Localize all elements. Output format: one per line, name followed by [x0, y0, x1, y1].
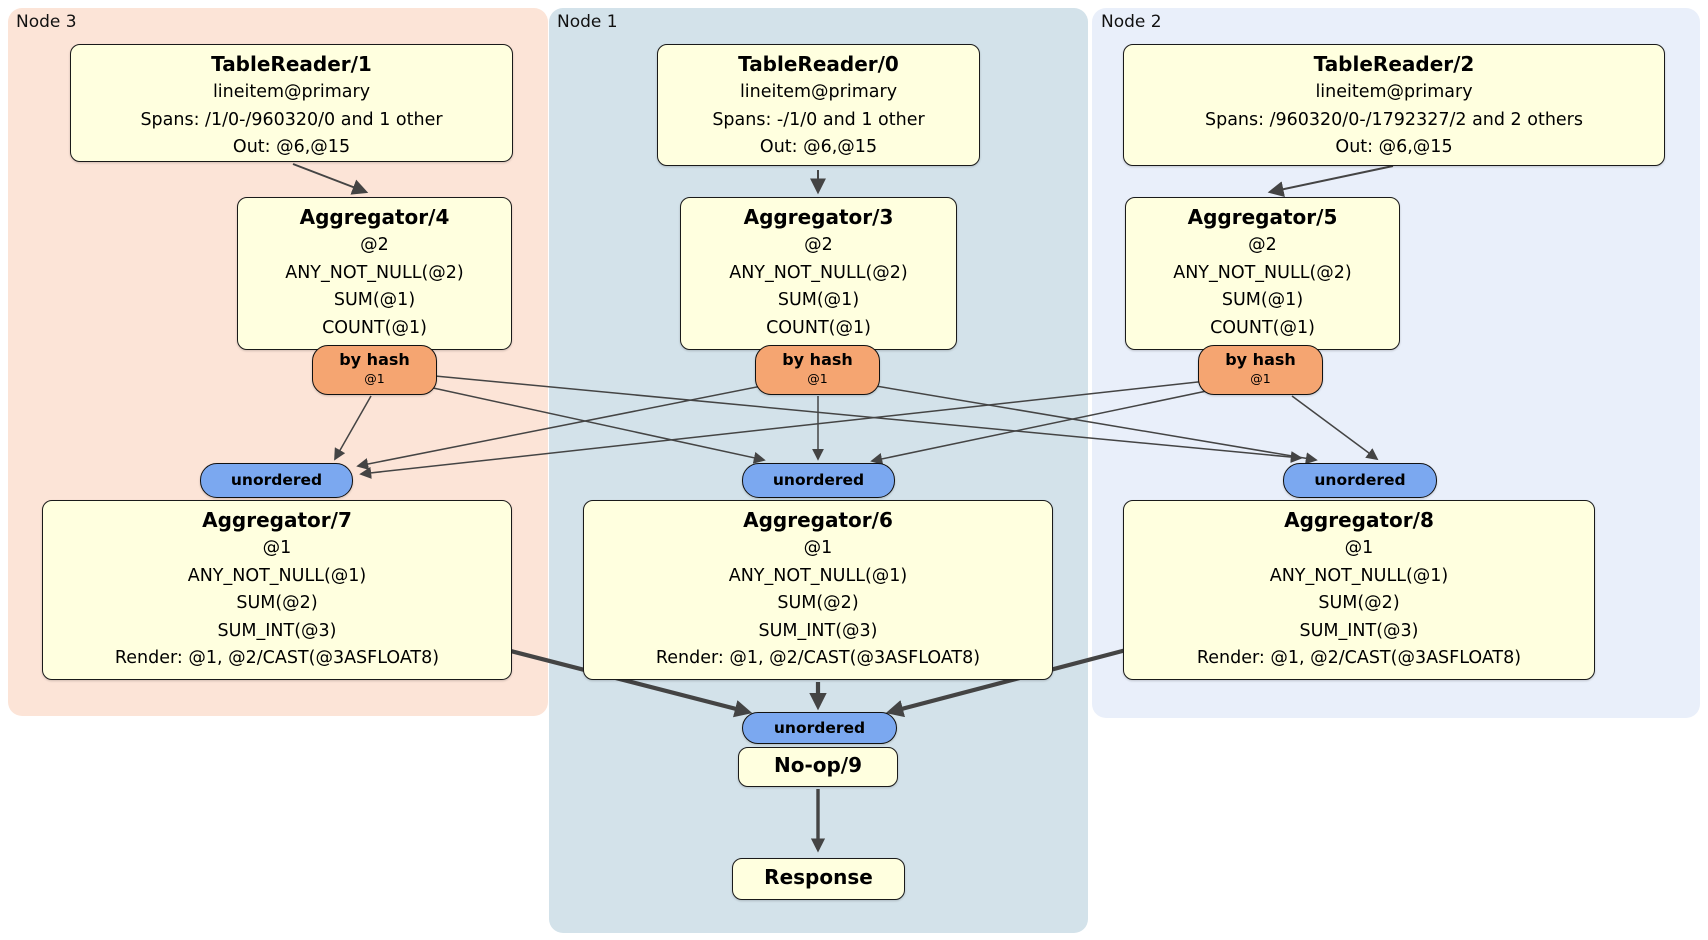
processor-aggregator-6: Aggregator/6 @1 ANY_NOT_NULL(@1) SUM(@2)…	[583, 500, 1053, 680]
processor-detail: Spans: /960320/0-/1792327/2 and 2 others	[1204, 109, 1583, 130]
processor-aggregator-8: Aggregator/8 @1 ANY_NOT_NULL(@1) SUM(@2)…	[1123, 500, 1595, 680]
sync-unordered-7: unordered	[200, 463, 353, 498]
region-label-node-1: Node 1	[557, 12, 618, 32]
region-label-node-2: Node 2	[1101, 12, 1162, 32]
processor-detail: @2	[804, 235, 833, 255]
processor-detail: Out: @6,@15	[759, 137, 878, 157]
router-label: by hash	[1225, 350, 1296, 369]
processor-tablereader-0: TableReader/0 lineitem@primary Spans: -/…	[657, 44, 980, 166]
processor-detail: ANY_NOT_NULL(@2)	[729, 262, 908, 283]
processor-detail: SUM_INT(@3)	[217, 620, 337, 641]
router-columns: @1	[1250, 371, 1271, 386]
processor-detail: @1	[803, 538, 833, 558]
router-by-hash-5: by hash @1	[1198, 345, 1323, 395]
sync-label: unordered	[1314, 471, 1406, 489]
processor-detail: ANY_NOT_NULL(@2)	[1173, 262, 1352, 283]
sync-label: unordered	[773, 719, 866, 737]
sync-unordered-9: unordered	[742, 712, 897, 744]
processor-aggregator-7: Aggregator/7 @1 ANY_NOT_NULL(@1) SUM(@2)…	[42, 500, 512, 680]
processor-title: Aggregator/8	[1284, 508, 1434, 532]
sync-label: unordered	[772, 471, 865, 489]
processor-detail: ANY_NOT_NULL(@1)	[1269, 565, 1449, 586]
processor-detail: COUNT(@1)	[766, 317, 871, 338]
processor-detail: Out: @6,@15	[1335, 137, 1453, 157]
router-columns: @1	[807, 371, 828, 386]
region-label-node-3: Node 3	[16, 12, 77, 32]
processor-detail: COUNT(@1)	[1210, 317, 1315, 338]
router-columns: @1	[364, 371, 385, 386]
processor-detail: Out: @6,@15	[232, 137, 351, 157]
processor-detail: SUM_INT(@3)	[1299, 620, 1419, 641]
router-label: by hash	[782, 350, 853, 369]
router-by-hash-3: by hash @1	[755, 345, 880, 395]
processor-title: Aggregator/6	[743, 508, 893, 532]
processor-detail: ANY_NOT_NULL(@1)	[728, 565, 908, 586]
processor-detail: lineitem@primary	[1315, 82, 1473, 102]
processor-detail: SUM(@2)	[236, 593, 318, 613]
processor-detail: Render: @1, @2/CAST(@3ASFLOAT8)	[1196, 648, 1522, 668]
router-by-hash-4: by hash @1	[312, 345, 437, 395]
processor-detail: ANY_NOT_NULL(@1)	[187, 565, 367, 586]
processor-detail: Spans: -/1/0 and 1 other	[712, 109, 925, 130]
processor-detail: lineitem@primary	[739, 82, 898, 102]
processor-detail: COUNT(@1)	[322, 317, 427, 338]
processor-detail: @1	[262, 538, 292, 558]
processor-title: TableReader/2	[1313, 52, 1475, 76]
processor-detail: Render: @1, @2/CAST(@3ASFLOAT8)	[655, 648, 981, 668]
processor-title: Response	[764, 865, 873, 889]
processor-title: Aggregator/4	[299, 205, 450, 229]
processor-detail: SUM(@2)	[777, 593, 859, 613]
processor-detail: Spans: /1/0-/960320/0 and 1 other	[140, 109, 443, 130]
processor-title: Aggregator/5	[1187, 205, 1338, 229]
processor-detail: SUM(@1)	[333, 290, 416, 310]
processor-tablereader-1: TableReader/1 lineitem@primary Spans: /1…	[70, 44, 513, 162]
processor-title: No-op/9	[773, 753, 863, 777]
processor-noop-9: No-op/9	[738, 747, 898, 787]
processor-title: Aggregator/7	[202, 508, 352, 532]
processor-title: TableReader/1	[211, 52, 372, 76]
sync-unordered-8: unordered	[1283, 463, 1437, 498]
processor-aggregator-4: Aggregator/4 @2 ANY_NOT_NULL(@2) SUM(@1)…	[237, 197, 512, 350]
processor-aggregator-5: Aggregator/5 @2 ANY_NOT_NULL(@2) SUM(@1)…	[1125, 197, 1400, 350]
processor-detail: SUM_INT(@3)	[758, 620, 878, 641]
processor-detail: @1	[1344, 538, 1374, 558]
sync-unordered-6: unordered	[742, 463, 895, 498]
sync-label: unordered	[230, 471, 323, 489]
processor-detail: SUM(@1)	[1221, 290, 1304, 310]
processor-detail: @2	[1248, 235, 1277, 255]
processor-tablereader-2: TableReader/2 lineitem@primary Spans: /9…	[1123, 44, 1665, 166]
processor-detail: SUM(@2)	[1318, 593, 1400, 613]
processor-aggregator-3: Aggregator/3 @2 ANY_NOT_NULL(@2) SUM(@1)…	[680, 197, 957, 350]
processor-detail: lineitem@primary	[212, 82, 371, 102]
processor-title: TableReader/0	[738, 52, 899, 76]
processor-detail: Render: @1, @2/CAST(@3ASFLOAT8)	[114, 648, 440, 668]
processor-response: Response	[732, 858, 905, 900]
router-label: by hash	[339, 350, 410, 369]
processor-detail: SUM(@1)	[777, 290, 860, 310]
processor-title: Aggregator/3	[743, 205, 894, 229]
processor-detail: @2	[360, 235, 389, 255]
processor-detail: ANY_NOT_NULL(@2)	[285, 262, 464, 283]
